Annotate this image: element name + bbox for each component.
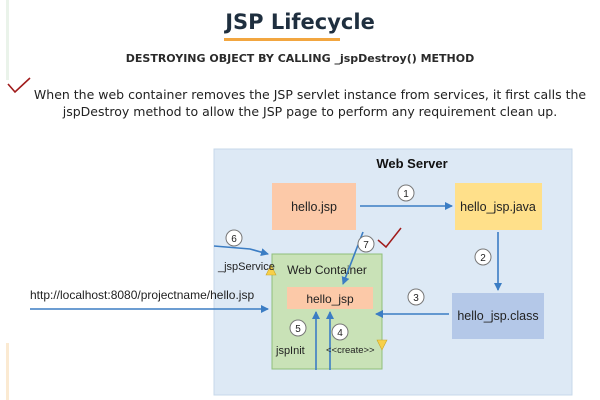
step-5-badge: 5 — [289, 319, 307, 337]
hello-jsp-java-node — [455, 183, 542, 230]
jsp-init-label: jspInit — [275, 345, 305, 357]
hello-jsp-java-label: hello_jsp.java — [460, 200, 536, 214]
warning-triangle-icon — [265, 264, 277, 276]
hello-jsp-class-label: hello_jsp.class — [457, 309, 538, 323]
arrow-step-6 — [213, 245, 269, 256]
step-7-badge: 7 — [357, 235, 375, 253]
page-subtitle: DESTROYING OBJECT BY CALLING _jspDestroy… — [125, 52, 475, 65]
step-3-badge: 3 — [407, 288, 425, 306]
svg-text:2: 2 — [480, 253, 486, 264]
description-text: When the web container removes the JSP s… — [33, 87, 587, 119]
hello-jsp-servlet-node — [287, 287, 373, 309]
create-label: <<create>> — [326, 345, 375, 356]
jsp-service-label: _jspService — [217, 261, 275, 273]
left-accent-bar-top — [6, 0, 9, 80]
step-1-badge: 1 — [397, 184, 415, 202]
svg-text:5: 5 — [295, 324, 301, 335]
warning-triangle-icon — [376, 339, 388, 351]
svg-text:1: 1 — [403, 189, 409, 200]
step-2-badge: 2 — [474, 248, 492, 266]
hello-jsp-class-node — [452, 293, 544, 339]
web-server-label: Web Server — [376, 156, 447, 171]
step-6-badge: 6 — [225, 229, 243, 247]
step-4-badge: 4 — [331, 323, 349, 341]
svg-text:4: 4 — [337, 328, 343, 339]
checkmark-icon — [377, 227, 402, 249]
svg-text:6: 6 — [231, 234, 237, 245]
hello-jsp-node — [272, 183, 356, 230]
web-container-label: Web Container — [287, 263, 367, 277]
page-title: JSP Lifecycle — [225, 10, 375, 34]
svg-text:7: 7 — [363, 240, 369, 251]
left-accent-bar-bottom — [6, 343, 9, 400]
request-url-label: http://localhost:8080/projectname/hello.… — [30, 288, 254, 302]
hello-jsp-label: hello.jsp — [291, 200, 337, 214]
title-underline — [224, 38, 340, 41]
hello-jsp-servlet-label: hello_jsp — [306, 292, 354, 306]
svg-text:3: 3 — [413, 293, 419, 304]
checkmark-icon — [7, 77, 31, 94]
